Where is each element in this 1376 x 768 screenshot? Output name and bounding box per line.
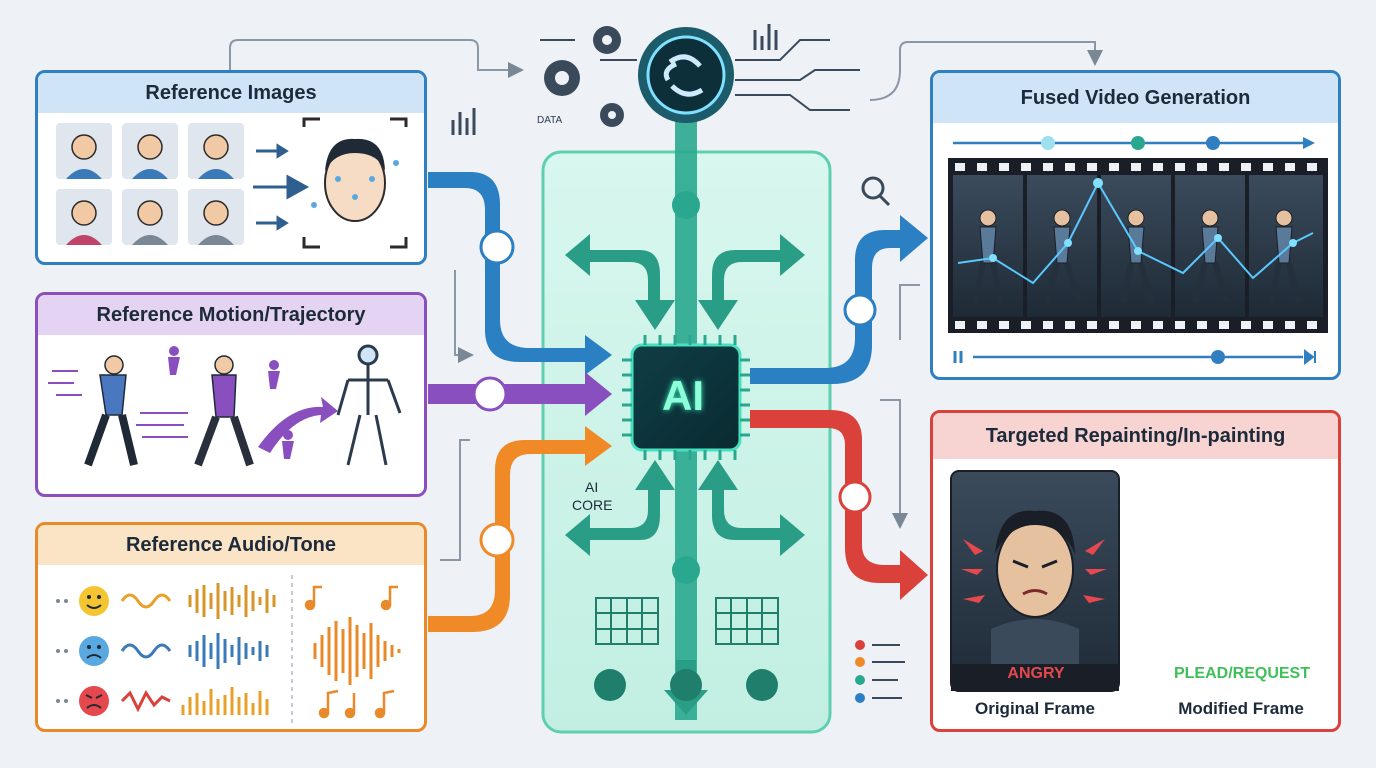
- face-scan-target: [302, 117, 408, 249]
- core-label-line2: CORE: [572, 497, 612, 513]
- data-label: DATA: [537, 115, 563, 126]
- repainting-content: [950, 470, 1120, 692]
- face-thumbnails: [56, 123, 244, 245]
- flow-arrow-images: [428, 172, 612, 375]
- skeleton-icon: [336, 344, 402, 466]
- speed-lines: [48, 370, 188, 438]
- original-badge: ANGRY: [1007, 665, 1065, 682]
- dots: [56, 599, 68, 703]
- legend-dots: [855, 640, 905, 703]
- speaker-icon: [479, 522, 515, 558]
- timeline-top: [953, 136, 1315, 150]
- audio-bars: [181, 583, 276, 715]
- core-nodes: [594, 191, 778, 701]
- motion-curve-arrow: [258, 397, 338, 453]
- reference-images-content: [56, 117, 408, 249]
- chart-icon: [451, 24, 778, 135]
- connector-lines: [229, 39, 1103, 561]
- runner-man: [84, 355, 138, 467]
- reference-audio-content: [56, 575, 401, 725]
- reference-images-panel: Reference Images: [35, 70, 427, 265]
- music-note-icon: [304, 585, 398, 719]
- flow-arrow-video-output: [750, 215, 928, 384]
- waveforms: [120, 593, 172, 713]
- runner-woman: [194, 355, 254, 467]
- fused-video-title: Fused Video Generation: [933, 73, 1338, 123]
- runner-icon: [472, 376, 508, 412]
- grid-block-left: [595, 597, 659, 645]
- big-waveform: [313, 617, 401, 685]
- repainting-panel: Targeted Repainting/In-painting: [930, 410, 1341, 732]
- modified-caption: Modified Frame: [1178, 699, 1304, 718]
- grid-block-right: [715, 597, 779, 645]
- reference-motion-panel: Reference Motion/Trajectory: [35, 292, 427, 497]
- film-strip-icon: [948, 158, 1328, 333]
- original-caption: Original Frame: [975, 699, 1095, 718]
- arrow-icons: [253, 143, 310, 231]
- playback-bar: [953, 349, 1316, 365]
- gear-icon: [544, 26, 624, 127]
- repainting-title: Targeted Repainting/In-painting: [933, 413, 1338, 459]
- original-frame: [950, 470, 1120, 692]
- flow-arrow-repaint-output: [750, 410, 928, 600]
- reference-images-title: Reference Images: [38, 73, 424, 113]
- reference-audio-title: Reference Audio/Tone: [38, 525, 424, 565]
- fused-video-panel: Fused Video Generation: [930, 70, 1341, 380]
- core-label-line1: AI: [585, 479, 598, 495]
- ai-chip-label: AI: [662, 372, 704, 419]
- reference-motion-title: Reference Motion/Trajectory: [38, 295, 424, 335]
- ai-chip: [622, 335, 750, 460]
- top-gear-hub: [638, 27, 734, 123]
- emoji-sad-icon: [79, 636, 109, 666]
- emoji-angry-icon: [79, 686, 109, 716]
- modified-badge: PLEAD/REQUEST: [1173, 665, 1310, 682]
- emoji-happy-icon: [79, 586, 109, 616]
- flow-arrow-motion: [428, 372, 612, 416]
- circuit-lines: [540, 39, 860, 111]
- brush-icon: [838, 480, 872, 514]
- fused-video-content: [948, 136, 1328, 365]
- reference-audio-panel: Reference Audio/Tone: [35, 522, 427, 732]
- reference-motion-content: [48, 344, 402, 467]
- sparkle-node-icon: [843, 293, 877, 327]
- flow-arrow-audio: [428, 426, 612, 632]
- face-scan-icon: [479, 229, 515, 265]
- zoom-icon: [861, 176, 891, 207]
- trajectory-points: [989, 178, 1297, 262]
